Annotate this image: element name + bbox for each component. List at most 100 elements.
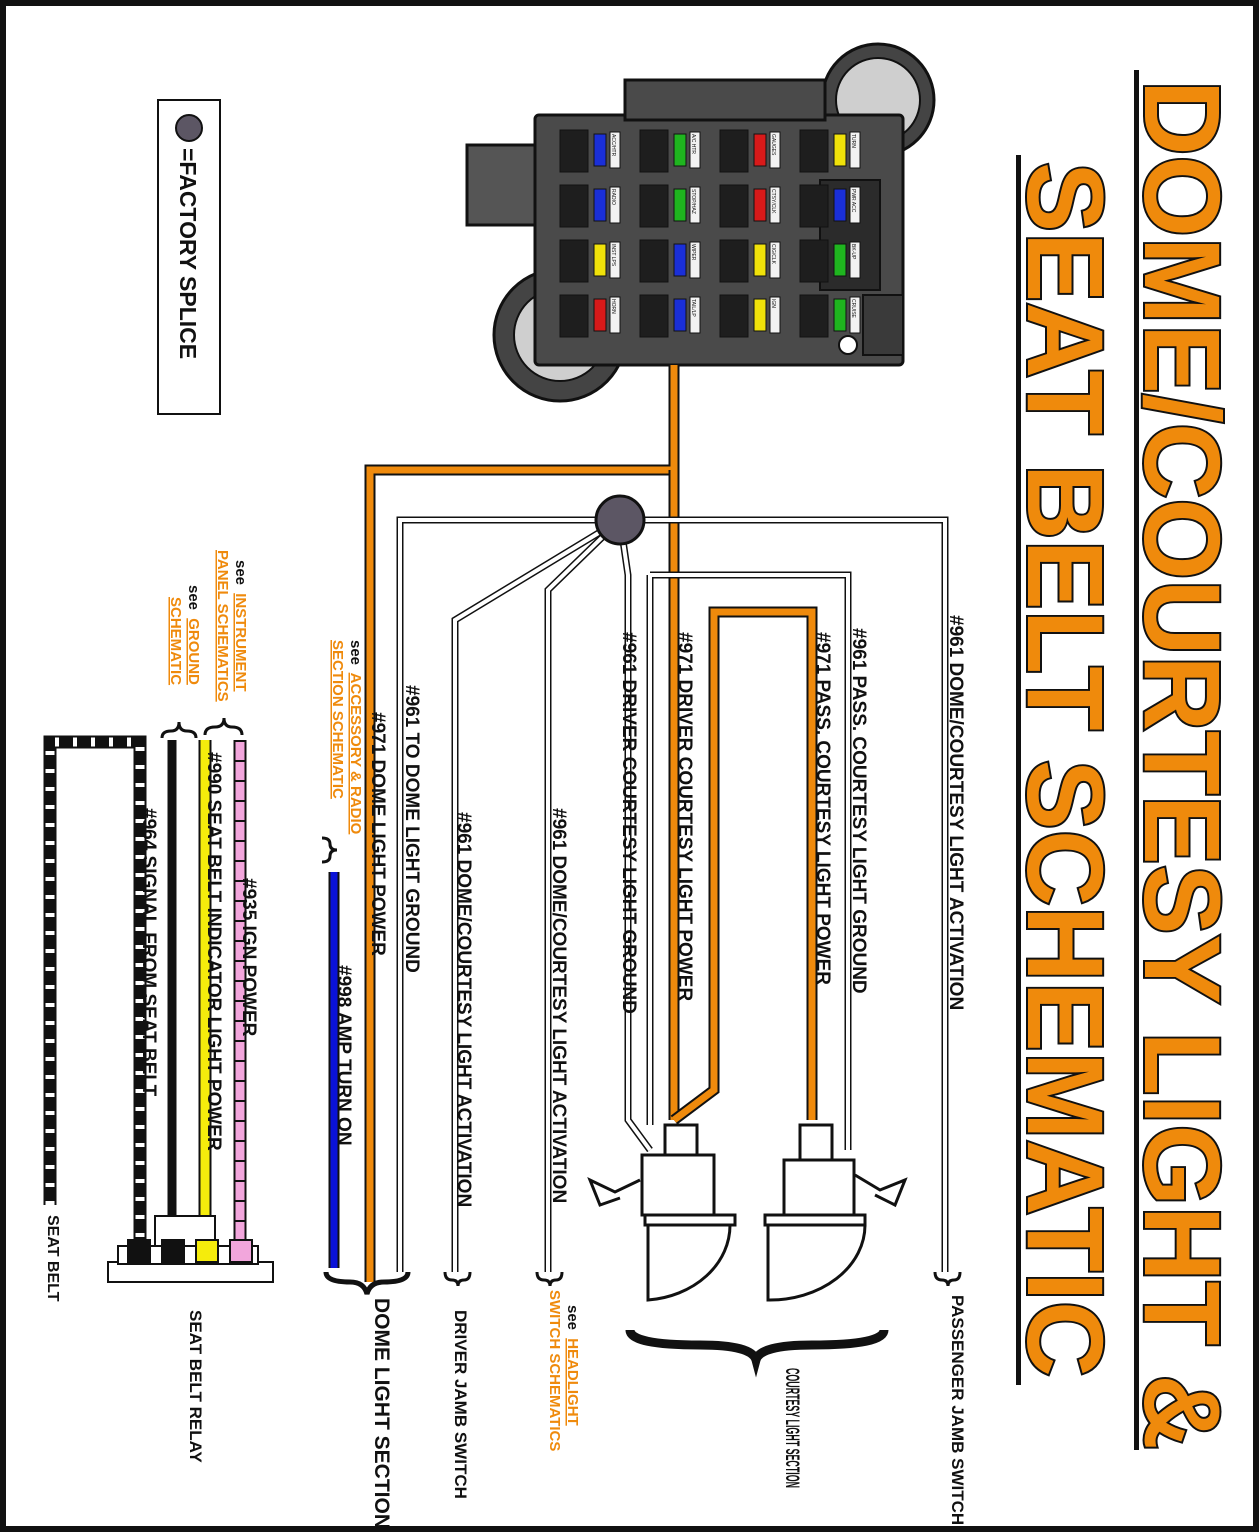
fuse-socket (639, 294, 669, 338)
ref-ground-rest[interactable]: SCHEMATIC (167, 597, 184, 685)
label-971-pass-power: #971 PASS. COURTESY LIGHT POWER (812, 632, 833, 985)
label-990-seatbelt: #990 SEAT BELT INDICATOR LIGHT POWER (203, 752, 224, 1151)
fuse (673, 298, 687, 332)
brace-ground (160, 721, 198, 739)
fuse-socket (719, 129, 749, 173)
wires (43, 365, 949, 1282)
label-961-driver-activation: #961 DOME/COURTESY LIGHT ACTIVATION (453, 812, 474, 1207)
wire-labels: #961 DOME/COURTESY LIGHT ACTIVATION #961… (138, 615, 966, 1207)
brace-dome (323, 1271, 411, 1295)
label-998-amp: #998 AMP TURN ON (333, 965, 354, 1146)
legend-text: =FACTORY SPLICE (175, 148, 201, 359)
fuse-label-text: RADIO (610, 189, 616, 205)
label-seat-belt: SEAT BELT (44, 1215, 61, 1302)
label-passenger-jamb: PASSENGER JAMB SWITCH (948, 1295, 967, 1525)
brace-courtesy (625, 1328, 889, 1378)
fuse-label-tag (769, 241, 781, 279)
fuse-label-text: HORN (610, 299, 616, 314)
wire-961-pass-activation (620, 518, 947, 1272)
fuse-label-tag (849, 241, 861, 279)
fuse (753, 133, 767, 167)
fuse-label-text: INST LPS (610, 244, 616, 267)
fuse (593, 243, 607, 277)
fuse (833, 298, 847, 332)
schematic-references: see HEADLIGHT SWITCH SCHEMATICS see ACCE… (167, 550, 581, 1451)
fuse (753, 298, 767, 332)
splice-legend-icon (175, 114, 203, 142)
fuse (673, 188, 687, 222)
courtesy-light-driver (587, 1123, 737, 1302)
fuse-label-text: WIPER (690, 244, 696, 261)
seat-belt-relay-icon (107, 1215, 274, 1283)
fuse-label-text: A/C HTR (690, 134, 696, 154)
fuse-socket (559, 239, 589, 283)
brace-passenger-jamb (933, 1271, 962, 1287)
fuse (753, 188, 767, 222)
wire-961-dome-ground (398, 518, 620, 1272)
fuse-label-tag (849, 296, 861, 334)
fuse-socket (639, 239, 669, 283)
fuse-label-tag (769, 186, 781, 224)
fuse (673, 243, 687, 277)
fuse-label-text: TAIL/LP (690, 299, 696, 317)
label-964-signal: #964 SIGNAL FROM SEAT BELT (138, 808, 159, 1097)
fuse-label-tag (689, 186, 701, 224)
fuse (593, 133, 607, 167)
ref-headlight-rest[interactable]: SWITCH SCHEMATICS (546, 1290, 563, 1451)
fuse-socket (559, 184, 589, 228)
fuse-label-tag (689, 131, 701, 169)
fuse-label-text: CTSY/CLK (770, 189, 776, 214)
fuse-socket (799, 239, 829, 283)
component-labels: PASSENGER JAMB SWITCH COURTESY LIGHT SEC… (44, 1215, 967, 1529)
title-line-1: DOME/COURTESY LIGHT & (1122, 80, 1243, 1450)
fuse-label-text: IGN (770, 299, 776, 308)
ref-instrument-rest[interactable]: PANEL SCHEMATICS (214, 550, 231, 702)
fuse-grid: ACC/HTR A/C HTR GAUGES TURN RADIO STOP/HAZ CTS… (559, 129, 861, 338)
fuse (833, 243, 847, 277)
label-961-driver-ground: #961 DRIVER COURTESY LIGHT GROUND (618, 632, 639, 1014)
ref-accessory-rest[interactable]: SECTION SCHEMATIC (329, 640, 346, 799)
fuse-socket (799, 129, 829, 173)
wire-961-driver-ground (618, 519, 652, 1152)
fuse-socket (559, 129, 589, 173)
ref-ground[interactable]: see GROUND (185, 585, 202, 685)
label-dome-section: DOME LIGHT SECTION (370, 1298, 393, 1529)
fuse-socket (719, 184, 749, 228)
ref-headlight[interactable]: see HEADLIGHT (564, 1305, 581, 1426)
fuse-label-tag (609, 241, 621, 279)
brace-driver-jamb (443, 1271, 472, 1287)
factory-splice-legend: =FACTORY SPLICE (157, 99, 221, 415)
fuse-label-text: GAUGES (770, 134, 776, 156)
ref-instrument[interactable]: see INSTRUMENT (232, 560, 249, 692)
fuse-label-text: TURN (850, 134, 856, 148)
courtesy-light-pass (763, 1123, 908, 1302)
fuse-label-tag (689, 241, 701, 279)
title-underline-1 (1134, 70, 1139, 1450)
label-971-driver-power: #971 DRIVER COURTESY LIGHT POWER (674, 632, 695, 1001)
fuse-label-text: CIG/CLK (770, 244, 776, 265)
fuse-label-text: BK-UP (850, 244, 856, 260)
braces (160, 717, 962, 1378)
title-block: DOME/COURTESY LIGHT & SEAT BELT SCHEMATI… (1003, 70, 1245, 1452)
label-935-ign: #935 IGN POWER (238, 878, 259, 1037)
fuse-label-tag (769, 131, 781, 169)
panel-connector (465, 143, 544, 227)
brace-headlight (535, 1271, 564, 1287)
fuse-label-text: ACC/HTR (610, 134, 616, 157)
fuse (833, 133, 847, 167)
fuse-label-text: STOP/HAZ (690, 189, 696, 214)
label-961-headlight-activation: #961 DOME/COURTESY LIGHT ACTIVATION (548, 808, 569, 1203)
fuse-socket (719, 239, 749, 283)
brace-instrument (203, 717, 244, 736)
title-underline-2 (1016, 155, 1021, 1385)
wire-961-headlight-activation (546, 518, 622, 1272)
fuse-label-tag (769, 296, 781, 334)
label-961-pass-activation: #961 DOME/COURTESY LIGHT ACTIVATION (945, 615, 966, 1010)
fuse (833, 188, 847, 222)
wire-961-driver-activation (453, 518, 622, 1272)
fuse-label-text: CRUISE (850, 299, 856, 319)
ref-accessory[interactable]: see ACCESSORY & RADIO (347, 640, 364, 835)
fuse-socket (639, 184, 669, 228)
fuse-label-tag (849, 131, 861, 169)
